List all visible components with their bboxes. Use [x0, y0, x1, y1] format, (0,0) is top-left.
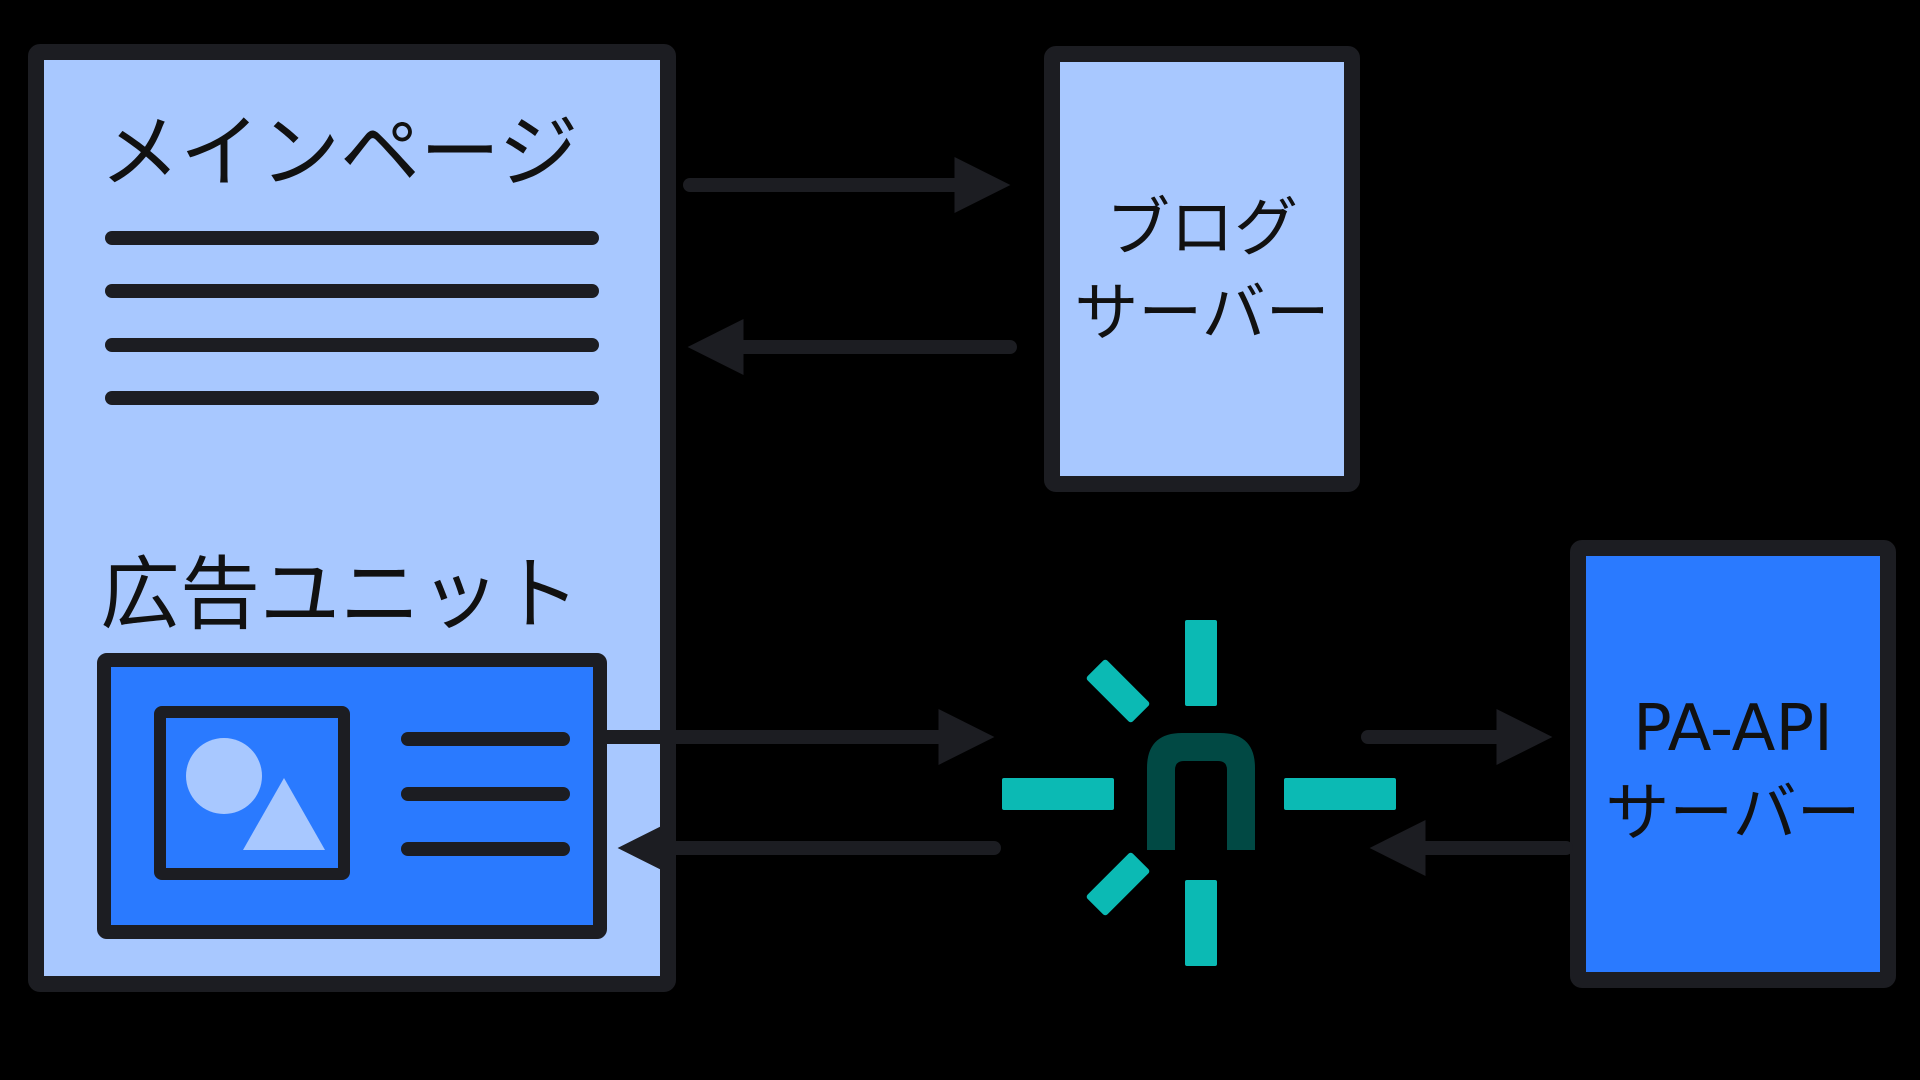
ad-unit-card: [97, 653, 607, 939]
ad-unit-title: 広告ユニット: [100, 548, 580, 641]
ad-text-lines: [401, 732, 570, 856]
main-page-text-lines: [105, 231, 599, 405]
hub-ray-bottom-left: [1086, 852, 1150, 916]
main-page-title: メインページ: [100, 106, 578, 199]
hub-ray-top-left: [1086, 659, 1150, 723]
blog-server-box: ブログ サーバー: [1044, 46, 1360, 492]
hub-ray-right: [1284, 778, 1396, 810]
arrows-hub-paapi: [1361, 709, 1573, 876]
pa-api-server-box: PA-API サーバー: [1570, 540, 1896, 988]
blog-server-label-line1: ブログ: [1106, 192, 1298, 266]
hub-ray-left: [1002, 778, 1114, 810]
burst-logo-icon: [1002, 620, 1396, 966]
hub-letter-n: [1147, 733, 1255, 850]
pa-api-server-label-line1: PA-API: [1633, 692, 1833, 766]
pa-api-server-label-line2: サーバー: [1605, 777, 1860, 851]
hub-ray-bottom: [1185, 880, 1217, 966]
hub-ray-top: [1185, 620, 1217, 706]
image-placeholder-icon: [154, 706, 350, 880]
blog-server-label-line2: サーバー: [1074, 277, 1329, 351]
arrows-main-blog: [683, 157, 1017, 375]
arrows-ad-hub: [593, 709, 1001, 876]
